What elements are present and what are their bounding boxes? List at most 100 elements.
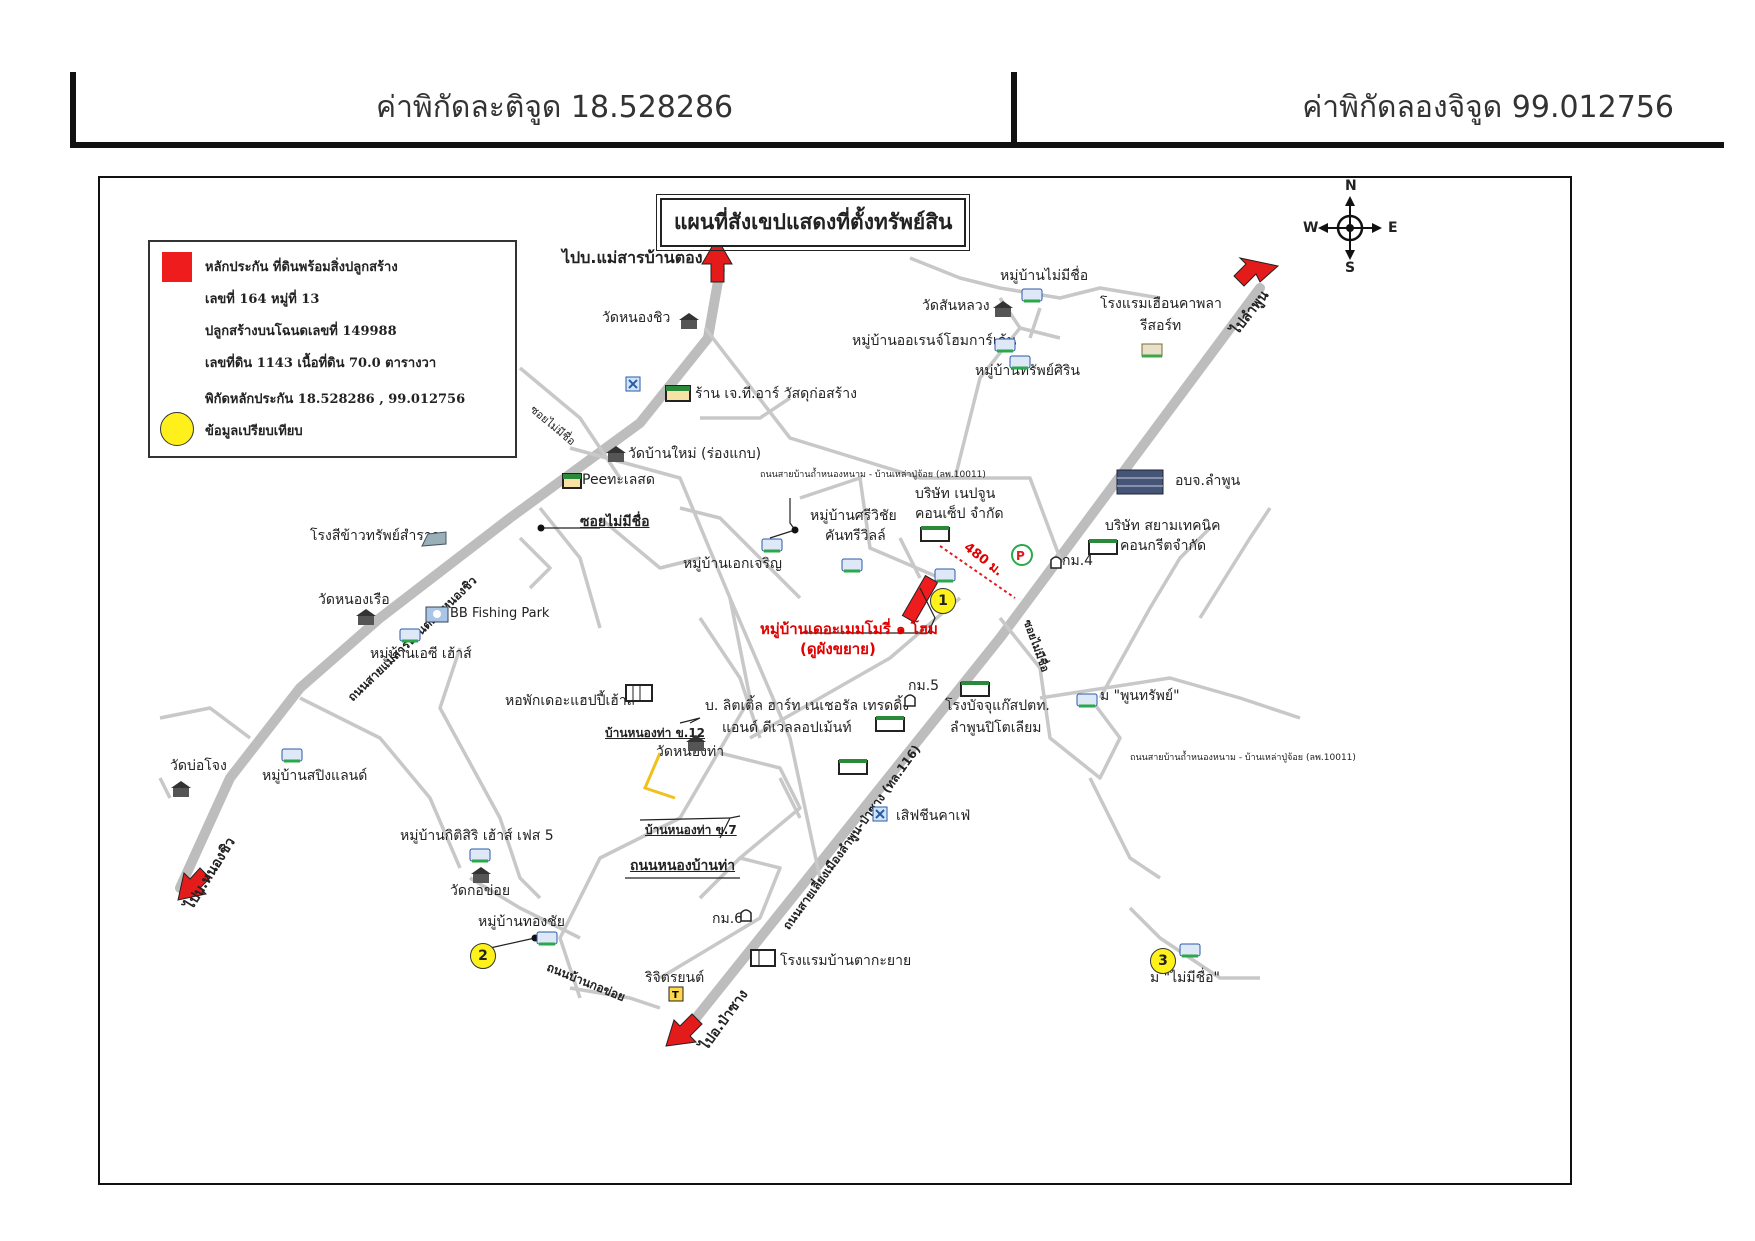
legend-line-2: เลขที่ 164 หมู่ที่ 13: [205, 292, 320, 307]
compass-rose: [1318, 196, 1382, 260]
ptt-gas-station-icon: P: [1011, 544, 1033, 566]
factory-icon: [1088, 539, 1118, 555]
label-shop-jtr: ร้าน เจ.ที.อาร์ วัสดุก่อสร้าง: [695, 386, 857, 402]
factory-icon: [920, 526, 950, 542]
factory-icon: [960, 681, 990, 697]
legend-line-3: ปลูกสร้างบนโฉนดเลขที่ 149988: [205, 324, 397, 339]
compass-s: S: [1345, 260, 1356, 276]
village-icon: [536, 931, 558, 946]
label-road-nongbantha: ถนนหนองบ้านท่า: [630, 858, 736, 874]
village-icon: [281, 748, 303, 763]
label-m-poonsap: ม "พูนทรัพย์": [1100, 688, 1180, 704]
label-km4: กม.4: [1062, 553, 1094, 569]
label-mb-sapsirin: หมู่บ้านทรัพย์ศิริน: [975, 363, 1080, 379]
label-factory-1: โรงบัจจุแก๊สปตท.: [945, 698, 1050, 714]
hotel-icon: [750, 949, 776, 967]
compass-e: E: [1388, 220, 1398, 236]
ban-nongtha-link: [642, 752, 676, 800]
label-mb-spring: หมู่บ้านสปิงแลนด์: [262, 768, 368, 784]
compass-w: W: [1303, 220, 1319, 236]
road-network: [158, 196, 1382, 1047]
label-road-10011-b: ถนนสายบ้านถ้ำหนองหนาม - บ้านเหล่าปู่จ้อย…: [1130, 753, 1356, 763]
label-ban-nongtha-7: บ้านหนองท่า ข.7: [645, 823, 737, 837]
label-bb-fishing: BB Fishing Park: [450, 606, 550, 621]
label-mb-memory-1: หมู่บ้านเดอะเมมโมรี่ ๑ โฮม: [760, 620, 938, 638]
car-service-icon: T: [668, 986, 684, 1002]
label-rice-mill: โรงสีข้าวทรัพย์สำราญ: [310, 528, 444, 544]
label-little-1: บ. ลิตเติ้ล ฮาร์ท เนเชอรัล เทรดดิ้ง: [705, 698, 910, 714]
label-hotel-huen-2: รีสอร์ท: [1140, 318, 1182, 334]
arrow-to-nongchiw: [177, 867, 211, 901]
label-dorm-happy: หอพักเดอะแฮปปี้เฮ้าส์: [505, 693, 636, 709]
legend-collateral-swatch: [162, 252, 192, 282]
label-wat-banmai: วัดบ้านใหม่ (ร่องแกบ): [628, 446, 762, 462]
restaurant-icon: [625, 376, 641, 392]
label-mb-mai-mi-chue-top: หมู่บ้านไม่มีชื่อ: [1000, 268, 1089, 284]
label-mb-orrin: หมู่บ้านออเรนจ์โฮมการ์เด้น: [852, 333, 1017, 349]
village-icon: [1021, 288, 1043, 303]
village-icon: [994, 338, 1016, 353]
label-wat-kodkoy: วัดกอข่อย: [450, 883, 511, 899]
village-icon: [1009, 355, 1031, 370]
cafe-icon: [872, 806, 888, 822]
label-siam-2: คอนกรีตจำกัด: [1120, 538, 1207, 554]
label-mb-ec: หมู่บ้านเอซี เฮ้าส์: [370, 646, 472, 662]
latitude-text: ค่าพิกัดละติจูด 18.528286: [376, 90, 734, 125]
label-mb-srivichai-2: คันทรีวิลล์: [825, 528, 886, 544]
label-obj-lamphun: อบจ.ลำพูน: [1175, 473, 1241, 489]
temple-icon: [993, 301, 1013, 317]
label-km6: กม.6: [712, 911, 744, 927]
label-m-mai-mi-chue: ม "ไม่มีชื่อ": [1150, 970, 1220, 986]
label-to-maesarn: ไปบ.แม่สารบ้านตอง: [562, 248, 703, 267]
label-wat-bochong: วัดบ่อโจง: [170, 758, 227, 774]
office-building-icon: [1116, 469, 1164, 495]
factory-icon: [875, 716, 905, 732]
label-wat-nongrua: วัดหนองเรือ: [318, 592, 390, 608]
km-post-icon: [904, 694, 916, 707]
legend-line-5: พิกัดหลักประกัน 18.528286 , 99.012756: [205, 392, 466, 407]
label-hotel-huen: โรงแรมเฮือนคาพลา: [1100, 296, 1222, 312]
arrow-to-lamphun: [1233, 257, 1280, 287]
label-mb-thongchai: หมู่บ้านทองชัย: [478, 914, 565, 930]
hardware-store-icon: [665, 385, 691, 402]
label-road-10011-a: ถนนสายบ้านถ้ำหนองหนาม - บ้านเหล่าปู่จ้อย…: [760, 470, 986, 480]
km-post-icon: [1050, 556, 1062, 569]
label-neopoon-1: บริษัท เนปจูน: [915, 486, 996, 502]
label-mb-kitisiri: หมู่บ้านกิติสิริ เฮ้าส์ เฟส 5: [400, 828, 554, 844]
header-latitude-box: ค่าพิกัดละติจูด 18.528286: [70, 72, 1021, 148]
label-factory-2: ลำพูนปิโตเลียม: [950, 720, 1042, 736]
arrow-to-pasang: [665, 1013, 703, 1047]
temple-icon: [171, 781, 191, 797]
village-icon: [841, 558, 863, 573]
temple-icon: [679, 313, 699, 329]
village-icon: [1076, 693, 1098, 708]
factory-icon: [838, 759, 868, 775]
label-little-2: แอนด์ ดีเวลลอปเม้นท์: [722, 720, 852, 736]
village-icon: [399, 628, 421, 643]
label-wat-nongchiw: วัดหนองชิว: [602, 310, 671, 326]
temple-icon: [606, 446, 626, 462]
temple-icon: [356, 609, 376, 625]
header-longitude-box: ค่าพิกัดลองจิจูด 99.012756: [1011, 72, 1724, 148]
label-ritchiyon: ริจิตรยนต์: [645, 970, 705, 986]
location-map[interactable]: แผนที่สังเขปแสดงที่ตั้งทรัพย์สิน หลักประ…: [98, 176, 1572, 1185]
label-siam-1: บริษัท สยามเทคนิค: [1105, 518, 1221, 534]
dormitory-icon: [625, 684, 653, 702]
label-mb-ekcharoen: หมู่บ้านเอกเจริญ: [683, 556, 782, 572]
svg-text:P: P: [1016, 549, 1025, 563]
village-icon: [469, 848, 491, 863]
legend-line-1: หลักประกัน ที่ดินพร้อมสิ่งปลูกสร้าง: [205, 260, 398, 275]
label-sip-cafe: เสิฟชีนคาเฟ่: [896, 808, 971, 824]
temple-icon: [686, 735, 706, 751]
longitude-text: ค่าพิกัดลองจิจูด 99.012756: [1302, 90, 1674, 125]
comparison-marker-2[interactable]: 2: [470, 943, 496, 969]
label-wat-sanluang: วัดสันหลวง: [922, 298, 990, 314]
label-mb-srivichai-1: หมู่บ้านศรีวิชัย: [810, 508, 897, 524]
label-peet: Peeทะเลสด: [582, 472, 655, 488]
label-neopoon-2: คอนเซ็ป จำกัด: [915, 506, 1004, 522]
comparison-marker-1[interactable]: 1: [930, 588, 956, 614]
legend-comparison-swatch: [160, 412, 194, 446]
comparison-marker-3[interactable]: 3: [1150, 948, 1176, 974]
resort-icon: [1141, 343, 1163, 358]
legend-line-6: ข้อมูลเปรียบเทียบ: [205, 424, 303, 439]
